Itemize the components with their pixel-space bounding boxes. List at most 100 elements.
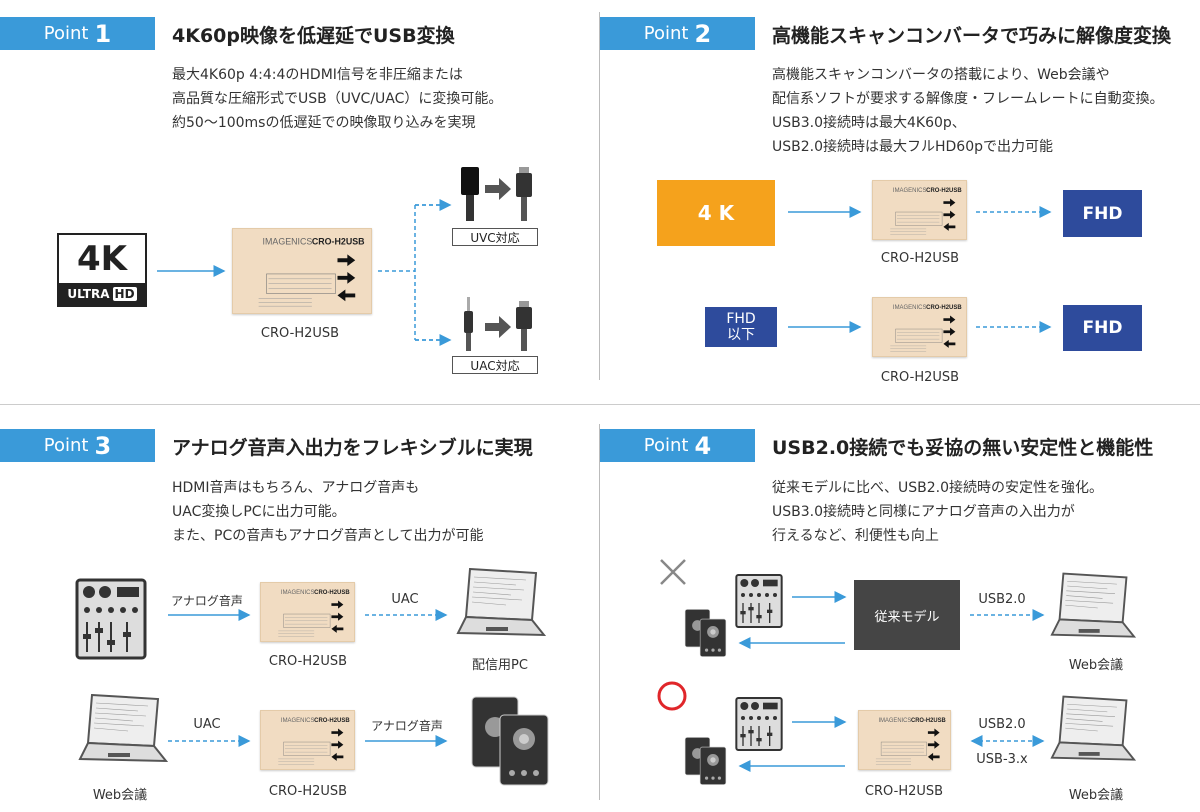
point-1-title: 4K60p映像を低遅延でUSB変換 [172, 25, 455, 47]
legacy-model-box: 従来モデル [854, 580, 960, 650]
audio-mixer-icon [735, 695, 783, 753]
device-label: CRO-H2USB [260, 326, 340, 341]
divider-vertical-bottom [599, 424, 600, 800]
point-word: Point [643, 23, 689, 44]
source-4k-box: 4 K [657, 180, 775, 246]
point-2-title: 高機能スキャンコンバータで巧みに解像度変換 [772, 25, 1172, 47]
analog-audio-label: アナログ音声 [171, 594, 243, 608]
uac-label: UAC [193, 717, 221, 732]
svg-text:IMAGENICS: IMAGENICS [879, 718, 912, 724]
output-fhd-box: FHD [1063, 190, 1142, 237]
point-number: 2 [694, 19, 712, 48]
branch-dashed [378, 204, 449, 341]
svg-text:IMAGENICS: IMAGENICS [893, 305, 927, 311]
web-meeting-label: Web会議 [92, 788, 148, 803]
usb2-label: USB2.0 [978, 592, 1026, 607]
body-line: 従来モデルに比べ、USB2.0接続時の安定性を強化。 [772, 480, 1104, 496]
point-number: 1 [94, 19, 112, 48]
body-line: 最大4K60p 4:4:4のHDMI信号を非圧縮または [172, 67, 463, 83]
logo-hd: HD [112, 287, 137, 301]
logo-4k: 4K [76, 239, 127, 279]
svg-text:IMAGENICS: IMAGENICS [281, 718, 315, 724]
divider-vertical-top [599, 12, 600, 380]
body-line: 約50〜100msの低遅延での映像取り込みを実現 [172, 115, 476, 131]
laptop-icon [78, 690, 168, 772]
uac-label: UAC対応 [452, 356, 538, 374]
speakers-icon [683, 733, 728, 789]
svg-text:CRO-H2USB: CRO-H2USB [314, 718, 350, 724]
svg-text:IMAGENICS: IMAGENICS [893, 188, 927, 194]
point-word: Point [643, 435, 689, 456]
svg-text:IMAGENICS: IMAGENICS [281, 590, 315, 596]
output-fhd-box: FHD [1063, 305, 1142, 351]
point-3-body: HDMI音声はもちろん、アナログ音声も UAC変換しPCに出力可能。また、PCの音… [172, 476, 484, 548]
body-line: USB3.0接続時と同様にアナログ音声の入出力が [772, 504, 1075, 520]
hdmi-to-usbc-icon [455, 165, 537, 223]
body-line: 行えるなど、利便性も向上 [772, 528, 939, 544]
svg-text:CRO-H2USB: CRO-H2USB [312, 237, 365, 247]
audio-jack-to-usbc-icon [455, 295, 537, 353]
point-number: 4 [694, 431, 712, 460]
body-line: 高品質な圧縮形式でUSB（UVC/UAC）に変換可能。 [172, 91, 503, 107]
point-number: 3 [94, 431, 112, 460]
speakers-icon [683, 605, 728, 661]
web-meeting-label: Web会議 [1068, 658, 1124, 673]
laptop-icon [1050, 568, 1136, 648]
device-label: CRO-H2USB [880, 370, 960, 385]
point-2-body: 高機能スキャンコンバータの搭載により、Web会議や配信系ソフトが要求する解像度・… [772, 63, 1164, 159]
device-label: CRO-H2USB [880, 251, 960, 266]
svg-text:CRO-H2USB: CRO-H2USB [911, 718, 946, 724]
audio-mixer-icon [735, 572, 783, 630]
speakers-icon [468, 695, 552, 787]
device-label: CRO-H2USB [864, 784, 944, 799]
device-label: CRO-H2USB [268, 654, 348, 669]
analog-audio-label: アナログ音声 [371, 719, 443, 733]
audio-mixer-icon [75, 578, 147, 660]
body-line: UAC変換しPCに出力可能。 [172, 504, 346, 520]
body-line: また、PCの音声もアナログ音声として出力が可能 [172, 528, 484, 544]
laptop-icon [455, 565, 547, 645]
point-1-body: 最大4K60p 4:4:4のHDMI信号を非圧縮または高品質な圧縮形式でUSB（… [172, 63, 502, 135]
usb3-label: USB-3.x [976, 752, 1028, 767]
src-line: FHD [726, 311, 756, 327]
src-line: 以下 [727, 327, 755, 343]
svg-text:CRO-H2USB: CRO-H2USB [926, 305, 962, 311]
body-line: 高機能スキャンコンバータの搭載により、Web会議や [772, 67, 1110, 83]
body-line: 配信系ソフトが要求する解像度・フレームレートに自動変換。 [772, 91, 1164, 107]
body-line: HDMI音声はもちろん、アナログ音声も [172, 480, 420, 496]
point-4-title: USB2.0接続でも妥協の無い安定性と機能性 [772, 437, 1154, 459]
uvc-label: UVC対応 [452, 228, 538, 246]
body-line: USB2.0接続時は最大フルHD60pで出力可能 [772, 139, 1054, 155]
svg-text:IMAGENICS: IMAGENICS [263, 237, 313, 247]
device-label: CRO-H2USB [268, 784, 348, 799]
uac-label: UAC [391, 592, 419, 607]
pc-label: 配信用PC [472, 658, 528, 673]
body-line: USB3.0接続時は最大4K60p、 [772, 115, 966, 131]
svg-text:CRO-H2USB: CRO-H2USB [314, 590, 350, 596]
usb2-label: USB2.0 [978, 717, 1026, 732]
logo-ultra: ULTRA [67, 287, 110, 301]
divider-horizontal [0, 404, 1200, 405]
svg-text:CRO-H2USB: CRO-H2USB [926, 188, 962, 194]
laptop-icon [1050, 690, 1136, 772]
point-word: Point [43, 435, 89, 456]
web-meeting-label: Web会議 [1068, 788, 1124, 803]
x-mark-icon [658, 557, 688, 587]
point-4-body: 従来モデルに比べ、USB2.0接続時の安定性を強化。 USB3.0接続時と同様にア… [772, 476, 1103, 548]
point-word: Point [43, 23, 89, 44]
circle-icon [656, 680, 688, 712]
point-3-title: アナログ音声入出力をフレキシブルに実現 [172, 437, 533, 459]
